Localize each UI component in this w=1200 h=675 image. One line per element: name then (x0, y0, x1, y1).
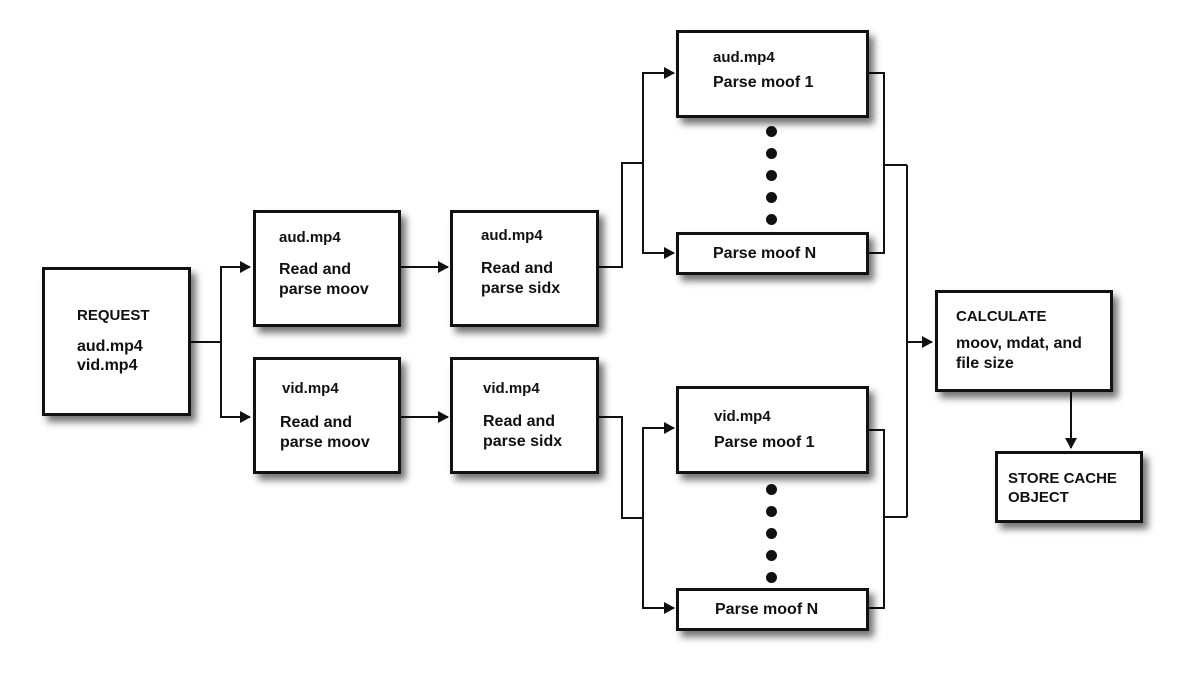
aud-moof-last-box: Parse moof N (676, 232, 869, 275)
aud-moof-first-box: aud.mp4 Parse moof 1 (676, 30, 869, 118)
vid-moof-last-label: Parse moof N (715, 601, 819, 618)
aud-sidx-file: aud.mp4 (481, 227, 543, 244)
request-box: REQUEST aud.mp4 vid.mp4 (42, 267, 191, 416)
calculate-line1: moov, mdat, and (956, 335, 1082, 352)
vid-moov-file: vid.mp4 (282, 380, 339, 397)
vid-moov-line1: Read and (280, 414, 353, 431)
vid-sidx-line2: parse sidx (483, 433, 563, 450)
arrow-vid-sidx-to-moof-1 (598, 416, 675, 519)
vid-moof-ellipsis (766, 484, 778, 594)
vid-sidx-box: vid.mp4 Read and parse sidx (450, 357, 599, 474)
aud-moof-last-label: Parse moof N (713, 245, 817, 262)
aud-moov-line1: Read and (279, 261, 352, 278)
aud-sidx-line2: parse sidx (481, 280, 561, 297)
arrow-request-to-aud-moov (190, 261, 251, 343)
aud-moov-box: aud.mp4 Read and parse moov (253, 210, 401, 327)
store-cache-box: STORE CACHE OBJECT (995, 451, 1143, 523)
line-aud-moofs-join (868, 72, 885, 254)
vid-moof-first-box: vid.mp4 Parse moof 1 (676, 386, 869, 474)
aud-moov-line2: parse moov (279, 281, 369, 298)
calculate-title: CALCULATE (956, 308, 1047, 325)
calculate-box: CALCULATE moov, mdat, and file size (935, 290, 1113, 392)
line-vid-moofs-join (868, 429, 885, 609)
request-file-aud: aud.mp4 (77, 338, 143, 355)
arrow-aud-sidx-to-moof-1 (598, 67, 675, 268)
store-cache-line2: OBJECT (1008, 489, 1069, 506)
aud-moof-first-label: Parse moof 1 (713, 74, 814, 91)
vid-moof-first-label: Parse moof 1 (714, 434, 815, 451)
aud-sidx-line1: Read and (481, 260, 554, 277)
vid-moov-box: vid.mp4 Read and parse moov (253, 357, 401, 474)
aud-moov-file: aud.mp4 (279, 229, 341, 246)
arrow-vid-sidx-to-moof-n (642, 518, 675, 614)
vid-moov-line2: parse moov (280, 434, 370, 451)
request-file-vid: vid.mp4 (77, 357, 138, 374)
aud-moof-first-file: aud.mp4 (713, 49, 775, 66)
vid-moof-last-box: Parse moof N (676, 588, 869, 631)
vid-moof-first-file: vid.mp4 (714, 408, 771, 425)
vid-sidx-file: vid.mp4 (483, 380, 540, 397)
vid-sidx-line1: Read and (483, 413, 556, 430)
arrow-aud-sidx-to-moof-n (642, 163, 675, 259)
calculate-line2: file size (956, 355, 1014, 372)
request-title: REQUEST (77, 307, 150, 324)
aud-moof-ellipsis (766, 126, 778, 236)
aud-sidx-box: aud.mp4 Read and parse sidx (450, 210, 599, 327)
arrow-request-to-vid-moov (220, 342, 251, 423)
store-cache-line1: STORE CACHE (1008, 470, 1117, 487)
